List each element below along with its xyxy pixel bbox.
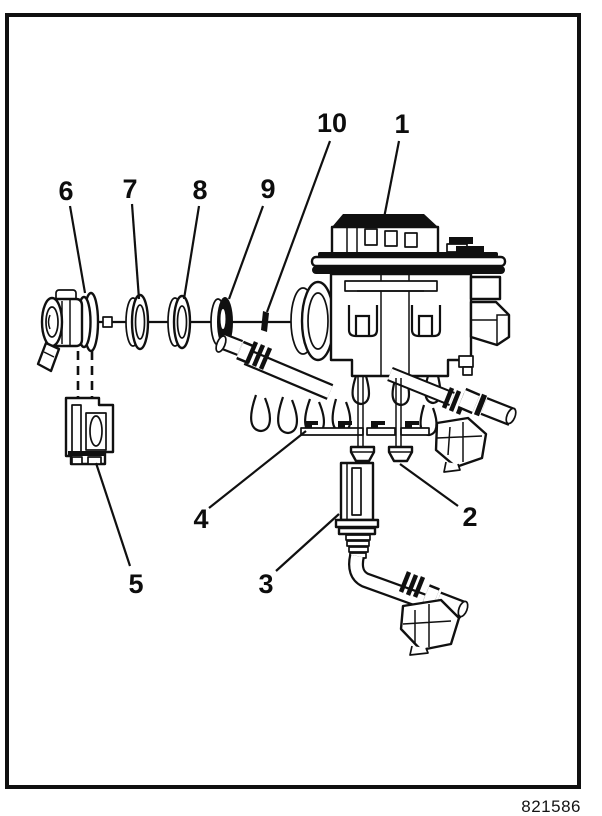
- part-6-pressure-regulator: [36, 289, 113, 373]
- regulator-vacuum-nipple: [36, 341, 61, 373]
- callout-8-label: 8: [192, 175, 207, 205]
- callout-3-leader: [275, 513, 340, 572]
- callout-1-label: 1: [394, 109, 409, 139]
- callout-labels: 1 2 3 4 5 6 7 8 9 10: [58, 108, 477, 599]
- part-8-seal-ring: [167, 294, 192, 350]
- fuel-rail-right-nozzle: [387, 367, 517, 473]
- callout-9-leader: [227, 205, 265, 300]
- part-7-seal-ring: [125, 293, 150, 351]
- callout-2-leader: [399, 463, 459, 507]
- leader-lines: [68, 140, 459, 572]
- callout-4-leader: [208, 430, 307, 509]
- part-3-poppet-nozzle-assembly: [334, 460, 469, 656]
- part-5-bracket: [64, 396, 115, 466]
- callout-5-label: 5: [128, 569, 143, 599]
- callout-3-label: 3: [258, 569, 273, 599]
- callout-8-leader: [182, 205, 201, 300]
- part-10-pin: [261, 311, 269, 332]
- callout-6-label: 6: [58, 176, 73, 206]
- callout-9-label: 9: [260, 174, 275, 204]
- callout-5-leader: [94, 462, 132, 567]
- callout-4-label: 4: [193, 504, 208, 534]
- part-9-seal-ring: [210, 297, 233, 347]
- figure-number: 821586: [521, 797, 581, 816]
- diagram-border: [5, 13, 581, 789]
- callout-6-leader: [68, 205, 87, 294]
- callout-10-label: 10: [317, 108, 347, 138]
- part-1-injection-unit: [290, 214, 511, 407]
- callout-2-label: 2: [462, 502, 477, 532]
- flange-gasket: [310, 252, 507, 274]
- callout-7-leader: [130, 203, 141, 300]
- alignment-dashed-lines: [76, 351, 94, 400]
- callout-1-leader: [382, 140, 401, 219]
- callout-7-label: 7: [122, 174, 137, 204]
- part-4-retainer-clips: [300, 421, 430, 436]
- part-2-tube-nuts: [349, 377, 414, 463]
- callout-10-leader: [265, 140, 332, 313]
